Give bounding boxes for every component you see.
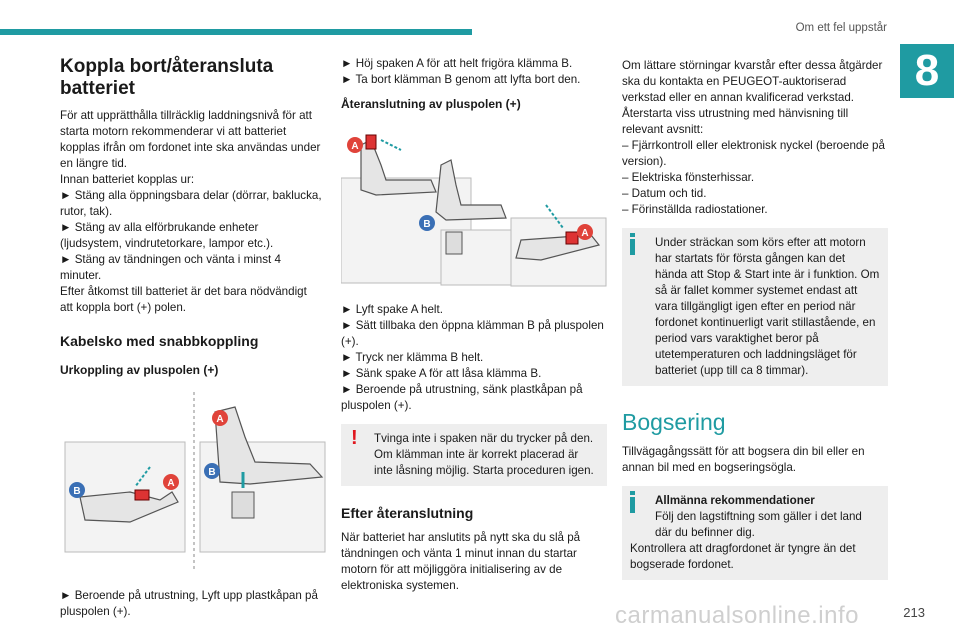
warning-icon: ! — [351, 427, 358, 449]
label-b-tag — [204, 463, 220, 479]
list-item: – Fjärrkontroll eller elektronisk nyckel… — [622, 139, 885, 168]
paragraph: Om lättare störningar kvarstår efter des… — [622, 59, 883, 104]
paragraph: Återstarta viss utrustning med hänvisnin… — [622, 107, 849, 136]
info-box: Allmänna rekommendationer Följ den lagst… — [622, 486, 888, 580]
section-heading: Koppla bort/återansluta batteriet — [60, 56, 274, 99]
column-3: Om lättare störningar kvarstår efter des… — [622, 58, 888, 590]
bullet-step: ► Höj spaken A för att helt frigöra kläm… — [341, 57, 573, 70]
subheading: Efter återanslutning — [341, 505, 474, 521]
warning-box: ! Tvinga inte i spaken när du trycker på… — [341, 424, 607, 486]
page-number: 213 — [903, 605, 925, 620]
label-b: B — [423, 219, 430, 230]
bullet-step: ► Lyft spake A helt. — [341, 303, 443, 316]
bullet-step: ► Sänk spake A för att låsa klämma B. — [341, 367, 542, 380]
label-a: A — [167, 478, 174, 489]
label-a: A — [216, 414, 223, 425]
subheading: Kabelsko med snabbkoppling — [60, 333, 259, 349]
subsubheading: Urkoppling av pluspolen (+) — [60, 363, 219, 377]
label-a: A — [351, 141, 358, 152]
watermark: carmanualsonline.info — [615, 602, 859, 629]
info-text: Följ den lagstiftning som gäller i det l… — [655, 510, 862, 539]
label-a-tag — [212, 410, 228, 426]
list-item: – Elektriska fönsterhissar. — [622, 171, 755, 184]
list-item: – Datum och tid. — [622, 187, 707, 200]
column-1: Koppla bort/återansluta batteriet För at… — [60, 56, 326, 620]
column-2: ► Höj spaken A för att helt frigöra kläm… — [340, 56, 609, 594]
paragraph: När batteriet har anslutits på nytt ska … — [341, 531, 581, 592]
label-a-tag — [163, 474, 179, 490]
info-text: Kontrollera att dragfordonet är tyngre ä… — [630, 542, 856, 571]
section-heading: Bogsering — [622, 409, 726, 435]
info-box: Under sträckan som körs efter att motorn… — [622, 228, 888, 386]
bullet-step: ► Tryck ner klämma B helt. — [341, 351, 484, 364]
info-text: Under sträckan som körs efter att motorn… — [655, 236, 880, 377]
info-title: Allmänna rekommendationer — [655, 494, 815, 507]
bullet-step: ► Stäng alla öppningsbara delar (dörrar,… — [60, 189, 322, 218]
paragraph: Tillvägagångssätt för att bogsera din bi… — [622, 445, 865, 474]
page-header-title: Om ett fel uppstår — [795, 22, 887, 34]
chapter-tab: 8 — [900, 44, 954, 98]
info-icon — [630, 491, 635, 513]
subsubheading: Återanslutning av pluspolen (+) — [341, 97, 521, 111]
bullet-step: ► Beroende på utrustning, Lyft upp plast… — [60, 589, 318, 618]
disconnect-illustration: A A B B — [60, 392, 328, 570]
paragraph: Innan batteriet kopplas ur: — [60, 173, 195, 186]
label-b: B — [73, 486, 80, 497]
bullet-step: ► Beroende på utrustning, sänk plastkåpa… — [341, 383, 583, 412]
label-b: B — [208, 467, 215, 478]
list-item: – Förinställda radiostationer. — [622, 203, 768, 216]
label-a: A — [581, 228, 588, 239]
info-icon — [630, 233, 635, 255]
bullet-step: ► Ta bort klämman B genom att lyfta bort… — [341, 73, 581, 86]
header-accent-bar — [0, 29, 472, 35]
label-b-tag — [69, 482, 85, 498]
bullet-step: ► Stäng av tändningen och vänta i minst … — [60, 253, 281, 282]
warning-text: Tvinga inte i spaken när du trycker på d… — [374, 432, 594, 477]
paragraph: Efter åtkomst till batteriet är det bara… — [60, 285, 307, 314]
bullet-step: ► Stäng av alla elförbrukande enheter (l… — [60, 221, 274, 250]
paragraph: För att upprätthålla tillräcklig laddnin… — [60, 109, 321, 170]
bullet-step: ► Sätt tillbaka den öppna klämman B på p… — [341, 319, 604, 348]
reconnect-illustration: A B A — [340, 120, 609, 290]
